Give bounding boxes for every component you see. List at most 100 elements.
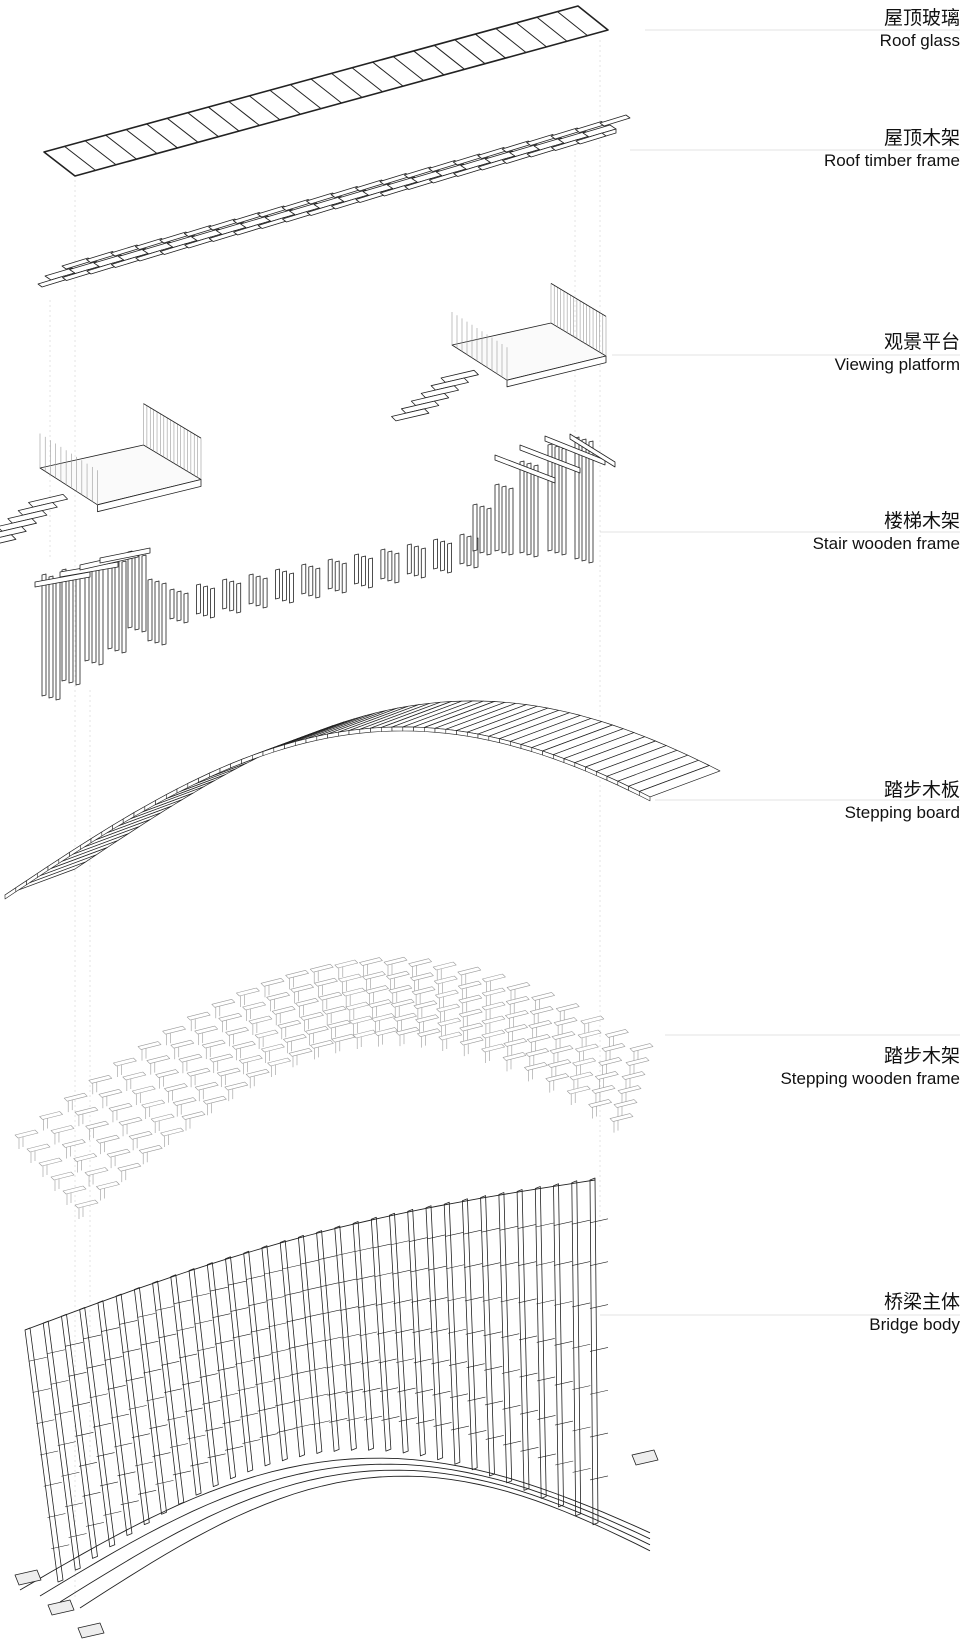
- bridge-stringer: [572, 1385, 591, 1390]
- bridge-stringer: [468, 1430, 487, 1435]
- stepping-frame-joist: [132, 1085, 156, 1095]
- bridge-stringer: [284, 1291, 303, 1296]
- stair-frame-center-post: [406, 543, 412, 575]
- stepping-frame-joist: [352, 1029, 377, 1039]
- stepping-frame-joist: [113, 1057, 137, 1067]
- platform-left-stair-tread: [28, 493, 68, 508]
- stair-frame-center-post: [380, 548, 386, 580]
- bridge-stringer: [375, 1301, 394, 1306]
- bridge-rib: [206, 1262, 237, 1480]
- stepping-frame-joist: [566, 1085, 591, 1095]
- bridge-stringer: [378, 1358, 397, 1364]
- bridge-stringer: [390, 1240, 409, 1246]
- bridge-stringer: [553, 1261, 573, 1266]
- roof-glass-mullion: [516, 22, 547, 48]
- bridge-stringer: [242, 1439, 261, 1444]
- bridge-stringer: [396, 1358, 415, 1363]
- stepping-frame-joist: [349, 1015, 373, 1025]
- stepping-frame-joist: [172, 1097, 197, 1106]
- stair-frame-right-post: [547, 443, 553, 552]
- platform-left-stair-tread: [0, 526, 27, 538]
- platform-right-deck-edge: [506, 355, 607, 388]
- roof-glass-mullion: [105, 134, 137, 160]
- bridge-stringer: [519, 1409, 539, 1415]
- label-zh: 踏步木架: [883, 1045, 960, 1067]
- bridge-stringer: [359, 1331, 378, 1337]
- stepping-board-edge: [402, 726, 414, 732]
- bridge-stringer: [320, 1282, 339, 1288]
- stepping-frame-joist: [503, 1038, 528, 1047]
- bridge-stringer: [252, 1354, 271, 1359]
- bridge-stringer: [362, 1387, 381, 1393]
- bridge-stringer: [449, 1393, 469, 1399]
- stepping-frame-joist: [14, 1129, 39, 1139]
- stepping-frame-joist: [365, 985, 389, 994]
- bridge-stringer: [268, 1322, 287, 1328]
- bridge-stringer: [64, 1342, 84, 1347]
- platform-right-stair-tread: [391, 408, 430, 422]
- bridge-stringer: [447, 1328, 467, 1334]
- stair-frame-left-post: [147, 578, 153, 642]
- bridge-rib: [243, 1250, 271, 1467]
- stepping-frame-joist: [388, 984, 413, 994]
- stepping-frame-joist: [38, 1157, 63, 1167]
- bridge-stringer: [173, 1299, 192, 1305]
- bridge-stringer: [589, 1304, 609, 1309]
- stair-frame-right-post: [494, 483, 500, 552]
- bridge-stringer: [336, 1251, 355, 1256]
- stepping-frame-joist: [383, 956, 408, 966]
- stair-frame-left-post: [68, 570, 74, 684]
- bridge-stringer: [448, 1361, 468, 1366]
- stair-frame-center-post: [413, 545, 419, 577]
- label-en: Roof timber frame: [823, 151, 960, 170]
- bridge-stringer: [429, 1297, 448, 1302]
- stair-frame-left-post: [61, 568, 67, 682]
- stepping-frame-joist: [547, 1059, 572, 1068]
- stepping-frame-joist: [224, 1081, 249, 1091]
- stepping-frame-joist: [236, 987, 260, 997]
- bridge-rib: [443, 1201, 461, 1465]
- stepping-frame-joist: [74, 1106, 99, 1116]
- bridge-stringer: [304, 1313, 323, 1319]
- stepping-frame-joist: [260, 977, 285, 987]
- stepping-frame-joist: [309, 963, 334, 973]
- bridge-body-drawing: [14, 1177, 659, 1639]
- stepping-frame-joist: [588, 1099, 612, 1108]
- bridge-rib: [225, 1256, 254, 1473]
- bridge-rib: [480, 1195, 495, 1477]
- stair-frame-right-post: [519, 460, 525, 554]
- bridge-stringer: [503, 1440, 522, 1446]
- bridge-stringer: [467, 1396, 486, 1402]
- bridge-stringer: [103, 1511, 122, 1516]
- bridge-stringer: [464, 1263, 483, 1268]
- bridge-stringer: [327, 1390, 346, 1396]
- label-zh: 屋顶玻璃: [883, 7, 960, 29]
- roof-glass-mullion: [433, 44, 465, 70]
- platform-left-stair-tread: [0, 534, 17, 544]
- stair-frame-center-post: [368, 557, 373, 589]
- bridge-stringer: [572, 1343, 591, 1349]
- platform-left-handrail: [143, 403, 202, 439]
- bridge-stringer: [181, 1380, 201, 1386]
- bridge-stringer: [397, 1387, 416, 1393]
- stair-frame-left-post: [91, 565, 97, 664]
- stair-frame-left-post: [154, 580, 160, 644]
- stair-frame-center-post: [255, 575, 261, 607]
- stepping-frame-joist: [267, 1057, 291, 1067]
- bridge-stringer: [128, 1405, 147, 1410]
- bridge-stringer: [274, 1401, 294, 1407]
- bridge-stringer: [54, 1410, 73, 1416]
- bridge-stringer: [155, 1480, 174, 1485]
- stair-frame-center-post: [361, 555, 366, 587]
- bridge-stringer: [194, 1319, 213, 1325]
- bridge-stringer: [377, 1329, 396, 1335]
- stair-frame-left-post: [55, 577, 61, 701]
- stepping-wooden-frame-drawing: [14, 956, 654, 1219]
- stair-frame-crossbeam: [99, 547, 151, 564]
- stepping-frame-joist: [529, 1006, 554, 1015]
- roof-glass-mullion: [84, 140, 117, 166]
- stepping-frame-joist: [314, 977, 338, 987]
- bridge-stringer: [222, 1419, 241, 1425]
- stepping-frame-joist: [285, 969, 309, 979]
- stair-frame-center-post: [387, 550, 393, 582]
